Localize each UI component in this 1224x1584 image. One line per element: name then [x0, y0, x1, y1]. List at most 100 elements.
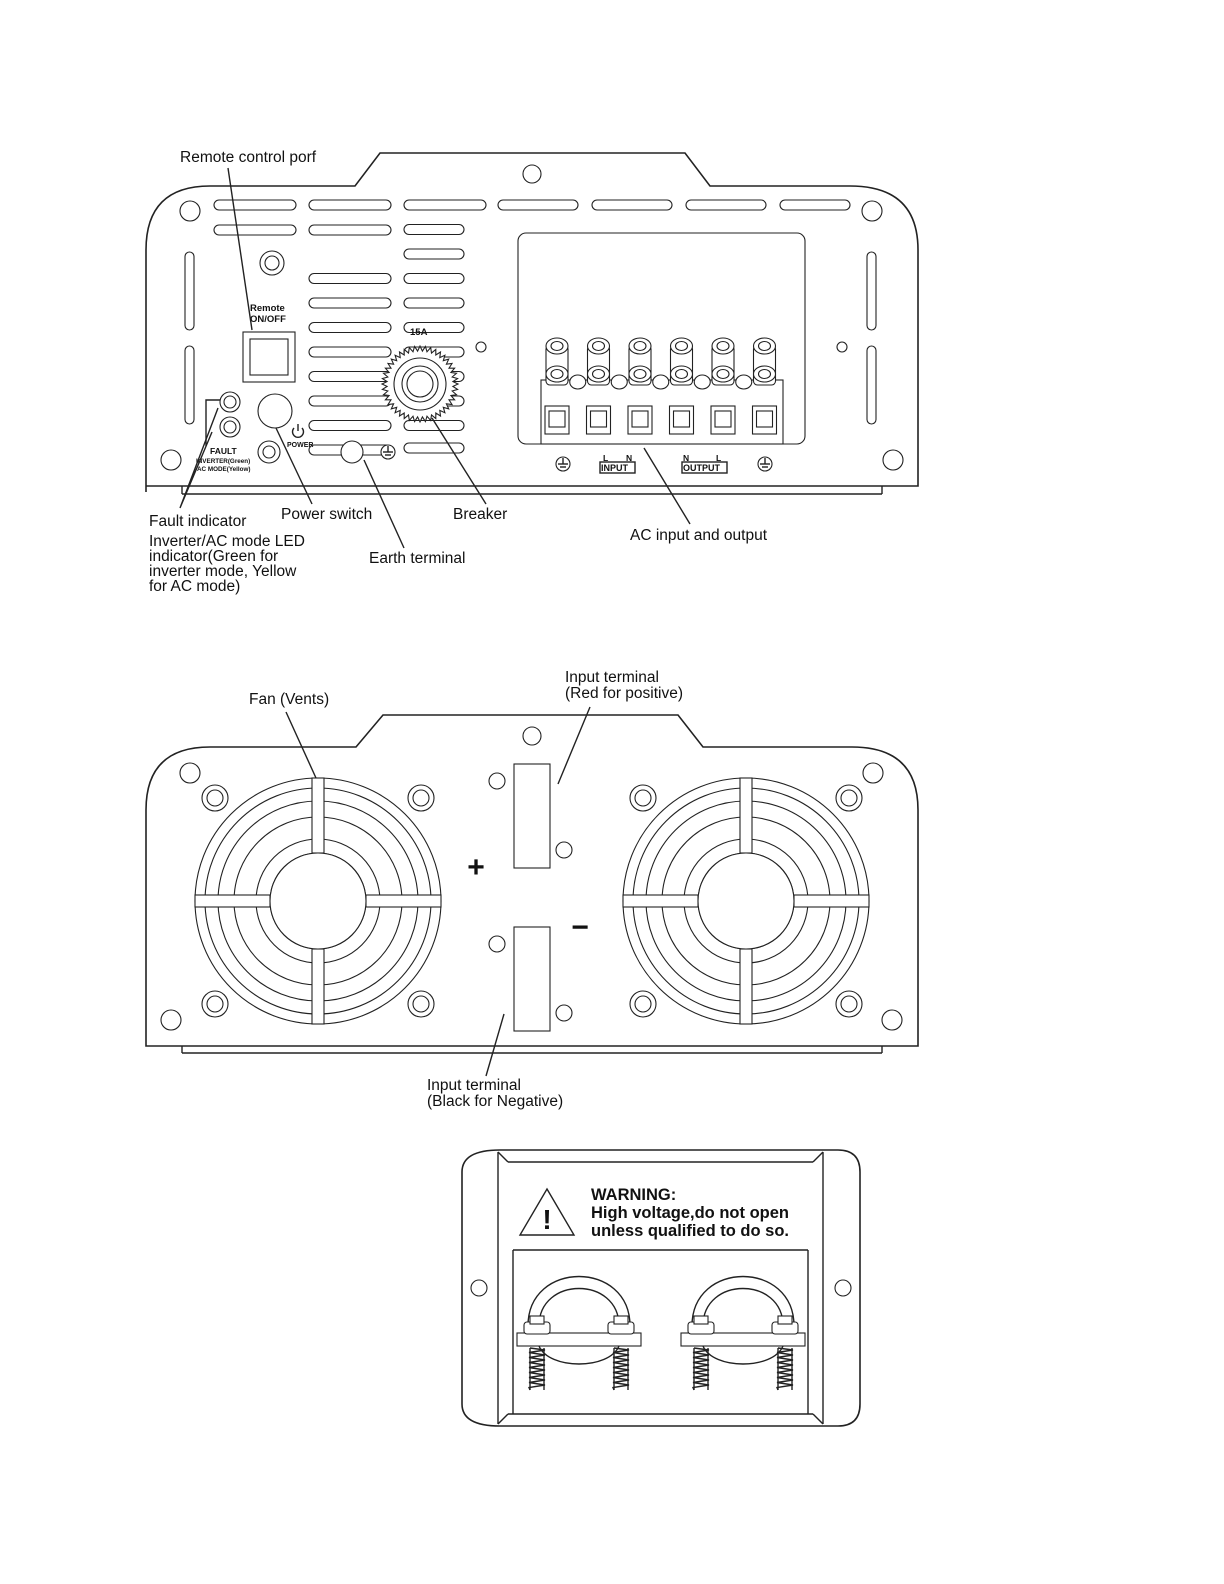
vent-slot	[866, 345, 877, 425]
vent-slot	[403, 321, 465, 334]
rear-panel: Remote ON/OFF 15A FAULT INVERTER(Green) …	[145, 149, 919, 595]
input-terminal-positive[interactable]	[513, 763, 551, 869]
breaker[interactable]	[380, 344, 460, 424]
fan-left	[194, 777, 442, 1025]
fan-grill-bar	[622, 894, 699, 908]
breaker-button	[406, 370, 434, 398]
leader-line	[431, 417, 487, 505]
earth-terminal	[340, 440, 364, 464]
ac-terminal-block	[540, 337, 784, 445]
warning-title: WARNING:	[591, 1186, 676, 1204]
mount-hole	[861, 200, 883, 222]
input-n-label: N	[626, 453, 632, 463]
vent-slot	[184, 251, 195, 331]
vent-slot	[184, 345, 195, 425]
mount-hole	[160, 1009, 182, 1031]
fan-grill-bar	[739, 948, 753, 1025]
vent-slot	[308, 370, 392, 383]
fault-indicator-callout: Fault indicator	[149, 513, 246, 530]
ground-icon	[555, 456, 571, 472]
vent-slot	[779, 199, 851, 211]
clamp-bar	[680, 1332, 806, 1347]
fan-grill-bar	[311, 948, 325, 1025]
mount-hole	[522, 726, 542, 746]
power-switch[interactable]	[257, 393, 293, 429]
remote-onoff-switch-face	[249, 338, 289, 376]
terminal-hole	[488, 772, 506, 790]
terminal-cover-plate	[461, 1149, 861, 1427]
screw-hole	[475, 341, 487, 353]
mount-hole	[882, 449, 904, 471]
output-n-label: N	[683, 453, 689, 463]
vent-slot	[403, 442, 465, 454]
clamp-strap	[691, 1275, 795, 1327]
mount-hole	[881, 1009, 903, 1031]
led-indicator-callout-line1: Inverter/AC mode LED	[149, 533, 305, 550]
vent-slot	[308, 346, 392, 358]
leader-line	[643, 447, 691, 525]
power-switch-callout: Power switch	[281, 506, 372, 523]
screw-hole	[836, 341, 848, 353]
clamp-screw-thread	[692, 1347, 710, 1391]
leader-line	[285, 711, 317, 779]
led-indicator-callout-line3: inverter mode, Yellow	[149, 563, 297, 580]
ground-icon	[757, 456, 773, 472]
remote-label-line2: ON/OFF	[250, 314, 286, 325]
cover-mount-hole	[470, 1279, 488, 1297]
leader-line	[557, 706, 591, 785]
terminal-hole	[555, 841, 573, 859]
fan-hub	[697, 852, 795, 950]
ac-mode-yellow-label: AC MODE(Yellow)	[197, 466, 251, 473]
vent-slot	[308, 321, 392, 334]
power-label: POWER	[287, 442, 313, 449]
vent-slot	[403, 248, 465, 260]
negative-symbol: −	[571, 911, 589, 944]
clamp-screw-thread	[528, 1347, 546, 1391]
mount-hole	[862, 762, 884, 784]
input-terminal-positive-callout-line2: (Red for positive)	[565, 685, 683, 702]
breaker-rating: 15A	[410, 327, 428, 338]
led-indicator-callout-line2: indicator(Green for	[149, 548, 278, 565]
cable-clamp-left	[516, 1275, 642, 1391]
breaker-callout: Breaker	[453, 506, 507, 523]
fault-label: FAULT	[210, 446, 238, 456]
cable-clamp-right	[680, 1275, 806, 1391]
clamp-screw-thread	[612, 1347, 630, 1391]
fan-grill-bar	[793, 894, 870, 908]
fan-grill-bar	[194, 894, 271, 908]
power-icon	[291, 424, 305, 438]
leader-line	[485, 1013, 505, 1077]
vent-slot	[497, 199, 579, 211]
leader-line	[227, 167, 253, 331]
leader-line	[363, 459, 405, 549]
mount-hole	[179, 200, 201, 222]
fan-grill-bar	[739, 777, 753, 854]
clamp-screw-thread	[776, 1347, 794, 1391]
fan-vents-callout: Fan (Vents)	[249, 691, 329, 708]
vent-slot	[403, 223, 465, 236]
fan-hub	[269, 852, 367, 950]
warning-line2: High voltage,do not open	[591, 1204, 789, 1222]
input-terminal-negative[interactable]	[513, 926, 551, 1032]
vent-slot	[308, 395, 392, 407]
vent-slot	[403, 272, 465, 285]
fan-grill-bar	[311, 777, 325, 854]
led-indicator-callout-line4: for AC mode)	[149, 578, 240, 595]
cover-mount-hole	[834, 1279, 852, 1297]
positive-symbol: +	[467, 851, 485, 884]
input-terminal-negative-callout-line1: Input terminal	[427, 1077, 521, 1094]
terminal-hole	[488, 935, 506, 953]
leader-line	[275, 427, 313, 505]
front-panel: + − Fan (Vents) Input terminal (Red for …	[145, 669, 919, 1110]
vent-slot	[591, 199, 673, 211]
vent-slot	[308, 419, 392, 432]
output-label: OUTPUT	[683, 463, 721, 473]
warning-icon: !	[518, 1187, 576, 1236]
terminal-hole	[555, 1004, 573, 1022]
output-l-label: L	[716, 453, 721, 463]
vent-slot	[403, 199, 487, 211]
mount-hole	[160, 449, 182, 471]
remote-control-port-callout: Remote control porf	[180, 149, 317, 166]
vent-slot	[213, 199, 297, 211]
